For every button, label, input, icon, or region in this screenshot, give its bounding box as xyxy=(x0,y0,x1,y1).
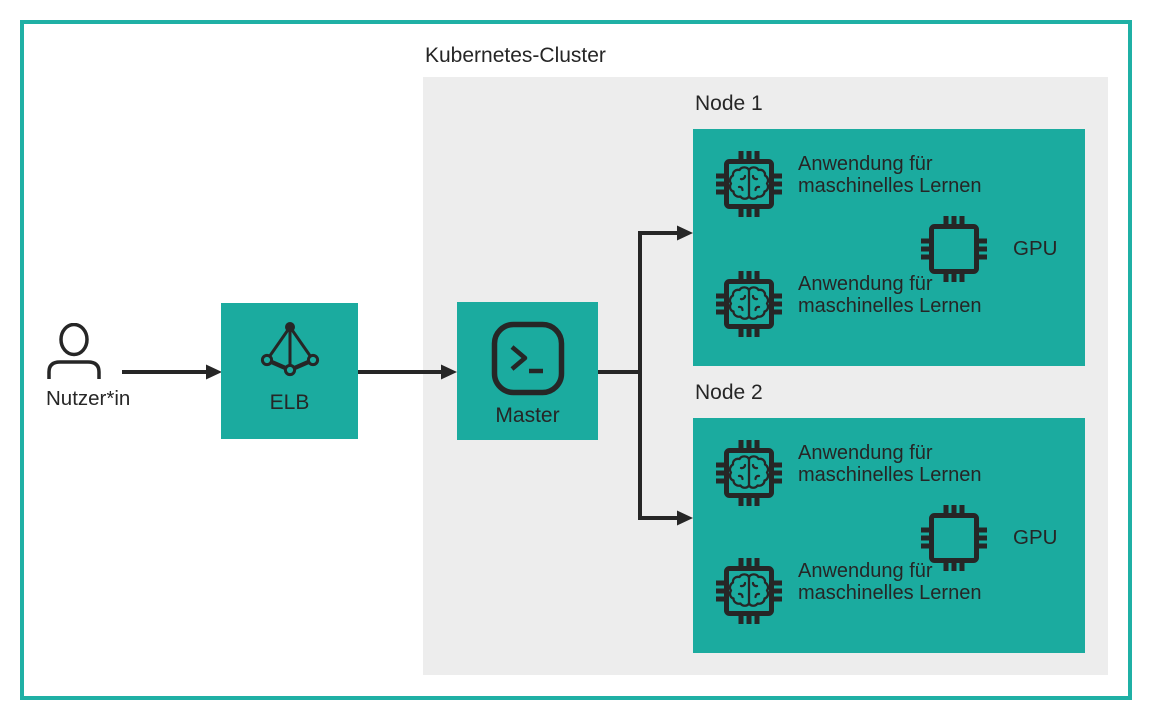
node2-gpu-label: GPU xyxy=(1013,526,1058,549)
node1-app1-label: Anwendung für maschinelles Lernen xyxy=(798,153,982,197)
node2-app1-label: Anwendung für maschinelles Lernen xyxy=(798,442,982,486)
gpu-chip-icon xyxy=(921,216,987,282)
load-balancer-icon xyxy=(260,322,319,377)
user-label: Nutzer*in xyxy=(46,387,131,410)
node1-gpu-label: GPU xyxy=(1013,237,1058,260)
node1-box: Anwendung für maschinelles Lernen GPU xyxy=(693,129,1085,366)
ai-chip-icon xyxy=(716,440,782,506)
kubernetes-cluster-label: Kubernetes-Cluster xyxy=(425,44,606,67)
terminal-icon xyxy=(491,321,564,396)
branch-connector xyxy=(598,225,693,526)
gpu-chip-icon xyxy=(921,505,987,571)
elb-box: ELB xyxy=(221,303,358,439)
ai-chip-icon xyxy=(716,151,782,217)
elb-label: ELB xyxy=(269,391,310,414)
ai-chip-icon xyxy=(716,271,782,337)
node1-label: Node 1 xyxy=(695,92,763,115)
node2-app2-label: Anwendung für maschinelles Lernen xyxy=(798,560,982,604)
arrow-user-to-elb xyxy=(122,364,222,380)
master-box: Master xyxy=(457,302,598,440)
node2-label: Node 2 xyxy=(695,381,763,404)
ai-chip-icon xyxy=(716,558,782,624)
arrow-elb-to-master xyxy=(358,364,457,380)
node1-app2-label: Anwendung für maschinelles Lernen xyxy=(798,273,982,317)
diagram-frame-border xyxy=(20,20,1132,700)
node2-box: Anwendung für maschinelles Lernen GPU xyxy=(693,418,1085,653)
person-icon xyxy=(47,323,101,379)
master-label: Master xyxy=(495,404,560,427)
